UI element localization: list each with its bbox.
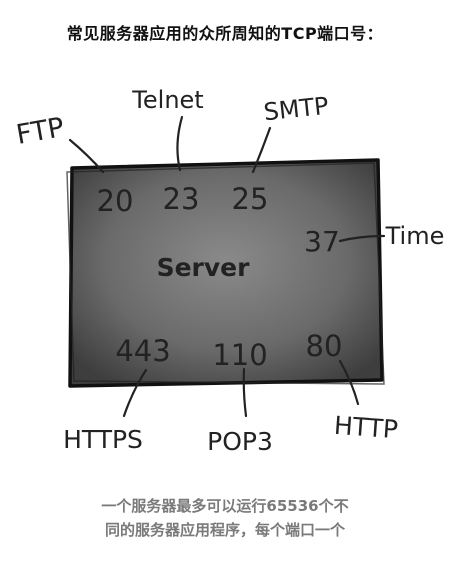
service-time: Time [385, 222, 445, 250]
service-pop3: POP3 [207, 427, 273, 456]
telnet-connector [176, 115, 184, 172]
service-smtp: SMTP [262, 92, 330, 127]
server-label: Server [157, 253, 251, 282]
port-telnet: 23 [163, 182, 200, 216]
ftp-connector [68, 138, 105, 174]
caption: 一个服务器最多可以运行65536个不 同的服务器应用程序，每个端口一个 [0, 494, 450, 542]
service-http: HTTP [333, 411, 399, 444]
service-telnet: Telnet [131, 86, 203, 114]
service-https: HTTPS [63, 425, 143, 454]
port-https: 443 [115, 334, 170, 368]
page-title: 常见服务器应用的众所周知的TCP端口号： [66, 24, 384, 43]
port-ftp: 20 [97, 184, 134, 218]
port-http: 80 [306, 329, 343, 363]
https-connector [122, 368, 148, 418]
port-time: 37 [304, 225, 340, 258]
port-smtp: 25 [232, 182, 269, 216]
port-pop3: 110 [212, 338, 267, 372]
time-connector [338, 234, 386, 243]
smtp-connector [251, 126, 272, 174]
caption-line-1: 一个服务器最多可以运行65536个不 [101, 497, 349, 515]
http-connector [338, 359, 360, 406]
pop3-connector [242, 367, 248, 418]
service-ftp: FTP [14, 112, 66, 151]
caption-line-2: 同的服务器应用程序，每个端口一个 [104, 521, 345, 539]
server-box [66, 158, 385, 388]
